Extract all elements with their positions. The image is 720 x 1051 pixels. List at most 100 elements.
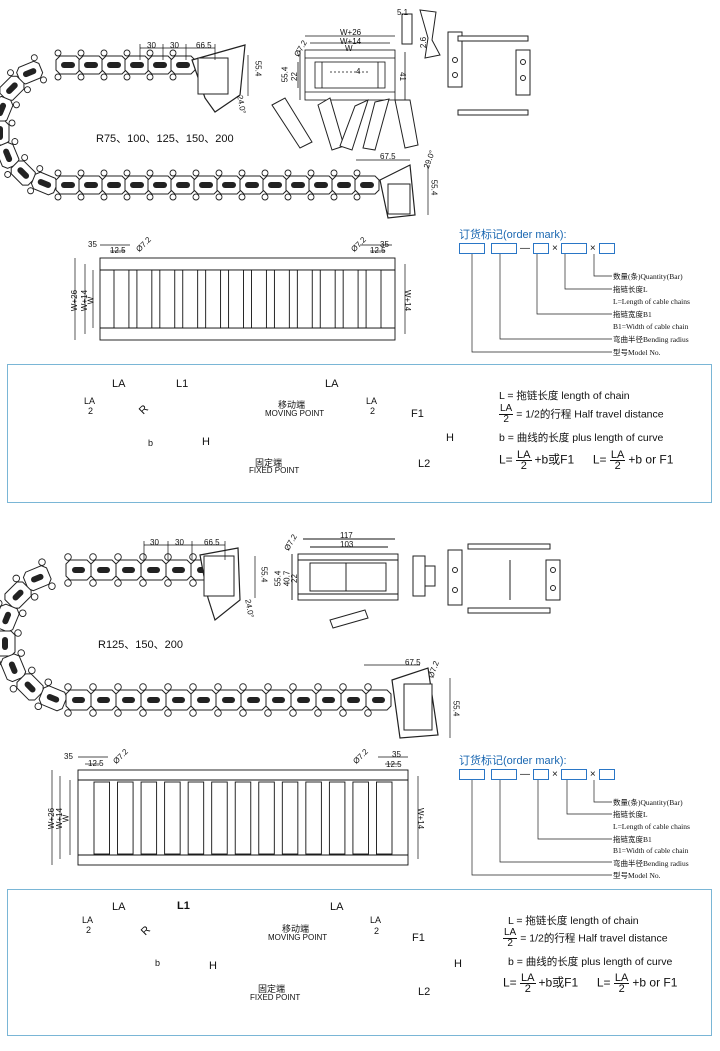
plan-35b-1: 35 — [380, 240, 389, 249]
cs-55-2: 55.4 — [273, 570, 283, 587]
plan-crossbar — [159, 269, 176, 329]
plan-35a-2: 35 — [64, 752, 73, 761]
box2-moving-cn: 移动端 — [282, 924, 310, 934]
cross-section-2 — [291, 538, 399, 601]
cs-22-1: 22 — [289, 72, 299, 81]
plan-crossbar — [117, 781, 134, 855]
box2-la2n: LA — [82, 915, 94, 925]
box2-legend-b: b = 曲线的长度 plus length of curve — [508, 956, 673, 968]
box2-f-d2: 2 — [618, 983, 625, 995]
box2-la2n-mid: LA — [370, 915, 382, 925]
box1-h2: H — [446, 432, 454, 444]
plan-125a-2: 12.5 — [88, 759, 104, 768]
mount-bracket-bottom-1 — [379, 164, 416, 219]
order-mark-title-1: 订货标记(order mark): — [459, 229, 567, 241]
box2-f-t1: +b或F1 — [538, 975, 579, 990]
chain-link — [284, 169, 311, 201]
chain-link — [100, 49, 127, 81]
box2-h: H — [209, 960, 217, 972]
chain-link — [139, 683, 167, 717]
box1-b: b — [148, 438, 154, 448]
box1-legend-la-n: LA — [499, 403, 514, 415]
formula-box-1 — [7, 364, 712, 503]
cs-51-1: 5.1 — [397, 8, 409, 17]
plan-w14r-2: W+14 — [416, 807, 426, 830]
cs-41-1: 41 — [397, 72, 407, 81]
chain-link — [100, 169, 127, 201]
box2-f-l: L= — [503, 975, 517, 990]
exploded-parts-1 — [271, 9, 441, 151]
plan-dims-1 — [74, 244, 406, 340]
order-sep: — — [520, 243, 530, 254]
box2-legend-l: L = 拖链长度 length of chain — [508, 915, 639, 927]
box1-f-l: L= — [499, 452, 513, 467]
order-label-quantity-1: 数量(条)Quantity(Bar) — [613, 272, 683, 281]
cs-117-2: 117 — [340, 531, 353, 540]
dim-30a-1: 30 — [147, 41, 156, 50]
order-label-length-en-2: L=Length of cable chains — [613, 822, 690, 831]
mount-bracket-top-2 — [199, 547, 241, 622]
order-label-length-cn-1: 拖链长度L — [613, 285, 648, 294]
box1-legend-la-text: = 1/2的行程 Half travel distance — [516, 408, 664, 421]
box2-legend-la-text: = 1/2的行程 Half travel distance — [520, 932, 668, 945]
order-cell — [598, 243, 615, 254]
plan-crossbar — [296, 269, 313, 329]
plan-crossbar — [205, 269, 222, 329]
box1-la2d-mid: 2 — [370, 406, 376, 416]
order-label-quantity-2: 数量(条)Quantity(Bar) — [613, 798, 683, 807]
dim-30b-1: 30 — [170, 41, 179, 50]
box1-f-n2: LA — [609, 449, 626, 461]
order-sep: — — [520, 769, 530, 780]
cs-w26-1: W+26 — [340, 28, 362, 37]
plan-w-1: W — [86, 296, 96, 305]
box1-la2d: 2 — [88, 406, 94, 416]
chain-link — [77, 49, 104, 81]
plan-crossbar — [182, 269, 199, 329]
plan-crossbar — [273, 269, 290, 329]
side-plates-2 — [447, 543, 561, 614]
box1-fixed-cn: 固定端 — [255, 458, 283, 468]
chain-link — [139, 553, 167, 587]
chain-link — [146, 169, 173, 201]
chain-link — [89, 683, 117, 717]
chain-link — [89, 553, 117, 587]
plan-125b-1: 12.5 — [370, 246, 386, 255]
chain-link — [77, 169, 104, 201]
box1-legend-la-d: 2 — [503, 414, 509, 425]
chain-link — [114, 683, 142, 717]
dim-554-1: 55.4 — [253, 60, 263, 77]
plan-crossbar — [164, 781, 181, 855]
order-label-radius-1: 弯曲半径Bending radius — [613, 335, 689, 344]
box2-moving-en: MOVING POINT — [268, 933, 328, 942]
cs-103-2: 103 — [340, 540, 354, 549]
dim-554-1b: 55.4 — [429, 179, 439, 196]
chain-link — [289, 683, 317, 717]
chain-link — [146, 49, 173, 81]
mount-bracket-bottom-2 — [391, 667, 439, 739]
chain-link — [164, 683, 192, 717]
plan-crossbar — [352, 781, 369, 855]
order-mark-cells-2: — × × — [459, 769, 615, 780]
plan-125b-2: 12.5 — [386, 760, 402, 769]
plan-crossbar — [328, 781, 346, 855]
plan-crossbar — [113, 269, 130, 329]
dim-665-1: 66.5 — [196, 41, 212, 50]
box2-l1: L1 — [177, 900, 190, 912]
order-label-radius-2: 弯曲半径Bending radius — [613, 859, 689, 868]
dim-30a-2: 30 — [150, 538, 159, 547]
dim-675-1: 67.5 — [380, 152, 396, 161]
plan-35a-1: 35 — [88, 240, 97, 249]
chain-link — [307, 169, 334, 201]
chain-link — [169, 49, 196, 81]
order-times: × — [552, 769, 558, 780]
dim-665-2: 66.5 — [204, 538, 220, 547]
box2-b: b — [155, 958, 161, 968]
order-label-width-en-1: B1=Width of cable chain — [613, 322, 689, 331]
plan-crossbar — [305, 781, 322, 855]
chain-link — [123, 169, 150, 201]
order-cell — [491, 769, 517, 780]
chain-link — [169, 169, 196, 201]
dimension-lines-1 — [139, 44, 429, 215]
